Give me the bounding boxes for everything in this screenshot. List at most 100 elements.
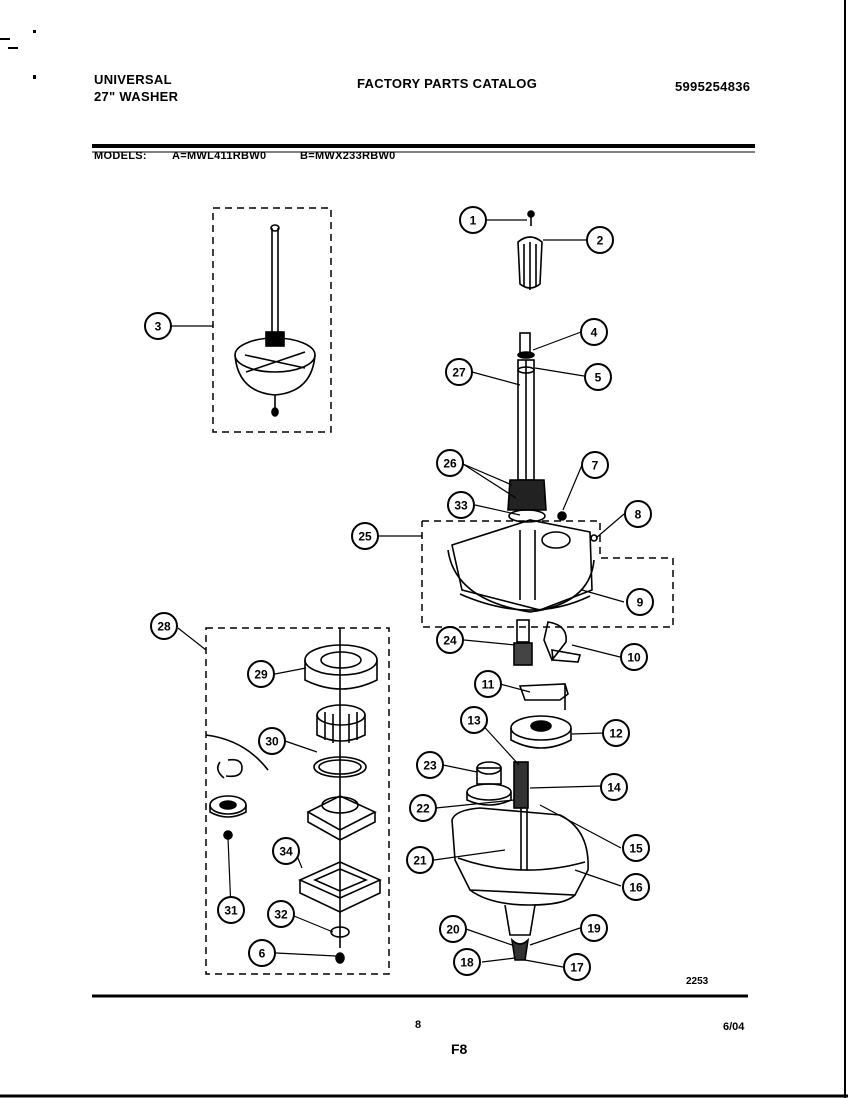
callout-19: 19	[580, 914, 608, 942]
callout-circle	[436, 449, 464, 477]
callout-circle	[459, 206, 487, 234]
callout-32: 32	[267, 900, 295, 928]
callout-28: 28	[150, 612, 178, 640]
model-b: B=MWX233RBW0	[300, 150, 396, 162]
callout-circle	[626, 588, 654, 616]
callout-circle	[447, 491, 475, 519]
callout-5: 5	[584, 363, 612, 391]
callout-14: 14	[600, 773, 628, 801]
callout-8: 8	[624, 500, 652, 528]
model-a: A=MWL411RBW0	[172, 150, 267, 162]
callout-number: 31	[224, 904, 238, 918]
callout-circle	[620, 643, 648, 671]
callout-circle	[351, 522, 379, 550]
callout-number: 20	[446, 923, 460, 937]
callout-circle	[416, 751, 444, 779]
callout-21: 21	[406, 846, 434, 874]
callout-10: 10	[620, 643, 648, 671]
callout-23: 23	[416, 751, 444, 779]
callout-17: 17	[563, 953, 591, 981]
callout-number: 29	[254, 668, 268, 682]
callout-29: 29	[247, 660, 275, 688]
callout-number: 27	[452, 366, 466, 380]
callout-number: 6	[259, 947, 266, 961]
callout-number: 4	[591, 326, 598, 340]
figure-label: F8	[451, 1041, 468, 1057]
catalog-title: FACTORY PARTS CATALOG	[357, 76, 538, 91]
callout-31: 31	[217, 896, 245, 924]
callout-20: 20	[439, 915, 467, 943]
callout-circle	[258, 727, 286, 755]
callout-18: 18	[453, 948, 481, 976]
agitator-shaft-drawing	[507, 210, 547, 523]
callout-22: 22	[409, 794, 437, 822]
callout-circle	[453, 948, 481, 976]
callout-circle	[439, 915, 467, 943]
callout-circle	[622, 873, 650, 901]
page-date: 6/04	[723, 1021, 745, 1033]
catalog-number: 5995254836	[675, 79, 751, 94]
callout-number: 22	[416, 802, 430, 816]
callout-circle	[580, 318, 608, 346]
callout-26: 26	[436, 449, 464, 477]
callout-number: 33	[454, 499, 468, 513]
callout-number: 13	[467, 714, 481, 728]
callout-7: 7	[581, 451, 609, 479]
callout-circle	[409, 794, 437, 822]
callout-number: 12	[609, 727, 623, 741]
inset-box-3	[212, 207, 332, 433]
callout-circle	[600, 773, 628, 801]
callout-circle	[247, 660, 275, 688]
callout-16: 16	[622, 873, 650, 901]
transmission-assembly-drawing	[234, 224, 316, 417]
callout-number: 16	[629, 881, 643, 895]
callout-6: 6	[248, 939, 276, 967]
callout-2: 2	[586, 226, 614, 254]
callout-number: 24	[443, 634, 457, 648]
seal-kit-drawing	[205, 628, 382, 964]
callout-3: 3	[144, 312, 172, 340]
callout-number: 17	[570, 961, 584, 975]
callout-4: 4	[580, 318, 608, 346]
callout-circle	[272, 837, 300, 865]
callout-circle	[584, 363, 612, 391]
callout-circle	[267, 900, 295, 928]
callout-number: 15	[629, 842, 643, 856]
callout-number: 9	[637, 596, 644, 610]
inset-box-25	[421, 520, 674, 628]
callout-number: 7	[592, 459, 599, 473]
transmission-gears-drawing	[451, 619, 589, 961]
callout-11: 11	[474, 670, 502, 698]
callout-number: 25	[358, 530, 372, 544]
scan-marks	[0, 30, 36, 79]
callout-24: 24	[436, 626, 464, 654]
callout-number: 2	[597, 234, 604, 248]
callout-30: 30	[258, 727, 286, 755]
models-label: MODELS:	[94, 150, 147, 162]
callout-33: 33	[447, 491, 475, 519]
callout-number: 28	[157, 620, 171, 634]
callout-circle	[586, 226, 614, 254]
callout-number: 30	[265, 735, 279, 749]
drawing-code: 2253	[686, 976, 709, 987]
callout-number: 11	[482, 678, 495, 692]
callout-circle	[460, 706, 488, 734]
callout-circle	[217, 896, 245, 924]
callout-circle	[406, 846, 434, 874]
product-title: 27" WASHER	[94, 89, 179, 104]
callout-34: 34	[272, 837, 300, 865]
callout-number: 23	[423, 759, 437, 773]
callout-number: 10	[627, 651, 641, 665]
brand-title: UNIVERSAL	[94, 72, 172, 87]
callout-number: 19	[587, 922, 601, 936]
callout-27: 27	[445, 358, 473, 386]
callout-1: 1	[459, 206, 487, 234]
callout-number: 26	[443, 457, 457, 471]
callout-number: 21	[413, 854, 427, 868]
callout-number: 18	[460, 956, 474, 970]
callout-circle	[248, 939, 276, 967]
callout-number: 8	[635, 508, 642, 522]
gearcase-cover-drawing	[447, 511, 598, 613]
